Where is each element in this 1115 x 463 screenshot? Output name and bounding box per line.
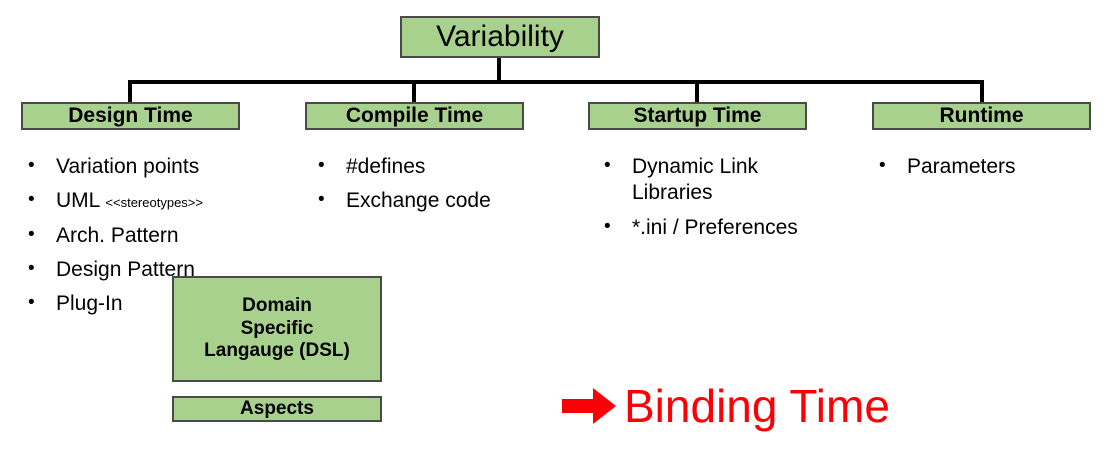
bullet-icon: • (604, 155, 611, 176)
node-runtime-label: Runtime (939, 103, 1024, 127)
list-item-label: *.ini / Preferences (632, 215, 798, 239)
node-aspects[interactable]: Aspects (172, 396, 382, 422)
bullet-icon: • (318, 155, 325, 176)
list-item-label: UML <<stereotypes>> (56, 188, 298, 214)
list-runtime: • Parameters (879, 154, 1099, 188)
connector-drop-startup-time (695, 80, 699, 103)
bullet-icon: • (28, 223, 35, 245)
list-item: • Design Pattern (28, 257, 298, 283)
node-variability[interactable]: Variability (400, 16, 600, 58)
list-item-label: Exchange code (346, 189, 491, 213)
bullet-icon: • (604, 215, 611, 237)
binding-time-label: Binding Time (624, 380, 890, 432)
bullet-icon: • (28, 292, 35, 313)
connector-drop-design-time (128, 80, 132, 103)
connector-root-stem (497, 58, 501, 83)
list-item-label: Dynamic Link Libraries (632, 155, 759, 205)
connector-drop-runtime (980, 80, 984, 103)
node-dsl-line-3: Langauge (DSL) (204, 340, 350, 362)
node-aspects-label: Aspects (240, 397, 314, 419)
node-variability-label: Variability (436, 20, 564, 54)
right-block-arrow-icon (562, 388, 616, 424)
binding-time-callout: Binding Time (560, 383, 890, 429)
list-item: • *.ini / Preferences (604, 215, 849, 241)
node-design-time[interactable]: Design Time (21, 102, 240, 130)
list-compile-time: • #defines • Exchange code (318, 154, 578, 223)
node-dsl-line-2: Specific (240, 317, 314, 339)
node-compile-time[interactable]: Compile Time (305, 102, 524, 130)
node-dsl-line-1: Domain (242, 295, 312, 317)
list-item: • Parameters (879, 154, 1099, 180)
list-item: • Plug-In (28, 291, 298, 317)
list-startup-time: • Dynamic Link Libraries • *.ini / Prefe… (604, 154, 849, 249)
list-item: • #defines (318, 154, 578, 180)
list-item-stereotype-tag: <<stereotypes>> (105, 195, 203, 211)
list-item-label: Variation points (56, 155, 200, 178)
node-design-time-label: Design Time (68, 103, 193, 127)
list-item: • Dynamic Link Libraries (604, 154, 849, 207)
list-item-label: Arch. Pattern (56, 223, 179, 247)
node-startup-time-label: Startup Time (633, 103, 762, 127)
node-compile-time-label: Compile Time (345, 103, 484, 127)
list-item-label: Plug-In (56, 292, 123, 315)
list-item: • UML <<stereotypes>> (28, 188, 298, 214)
connector-horizontal-bus (128, 80, 984, 84)
connector-drop-compile-time (412, 80, 416, 103)
list-item-text: UML (56, 189, 106, 213)
node-runtime[interactable]: Runtime (872, 102, 1091, 130)
list-item-label: #defines (346, 155, 426, 178)
node-domain-specific-language[interactable]: Domain Specific Langauge (DSL) (172, 276, 382, 382)
node-startup-time[interactable]: Startup Time (588, 102, 807, 130)
bullet-icon: • (28, 155, 35, 176)
list-item-label: Parameters (907, 155, 1016, 178)
bullet-icon: • (28, 189, 35, 211)
bullet-icon: • (318, 189, 325, 211)
list-item: • Variation points (28, 154, 298, 180)
list-item: • Arch. Pattern (28, 223, 298, 249)
list-design-time: • Variation points • UML <<stereotypes>>… (28, 154, 298, 325)
bullet-icon: • (879, 155, 886, 176)
list-item: • Exchange code (318, 188, 578, 214)
list-item-label: Design Pattern (56, 257, 195, 281)
bullet-icon: • (28, 257, 35, 279)
